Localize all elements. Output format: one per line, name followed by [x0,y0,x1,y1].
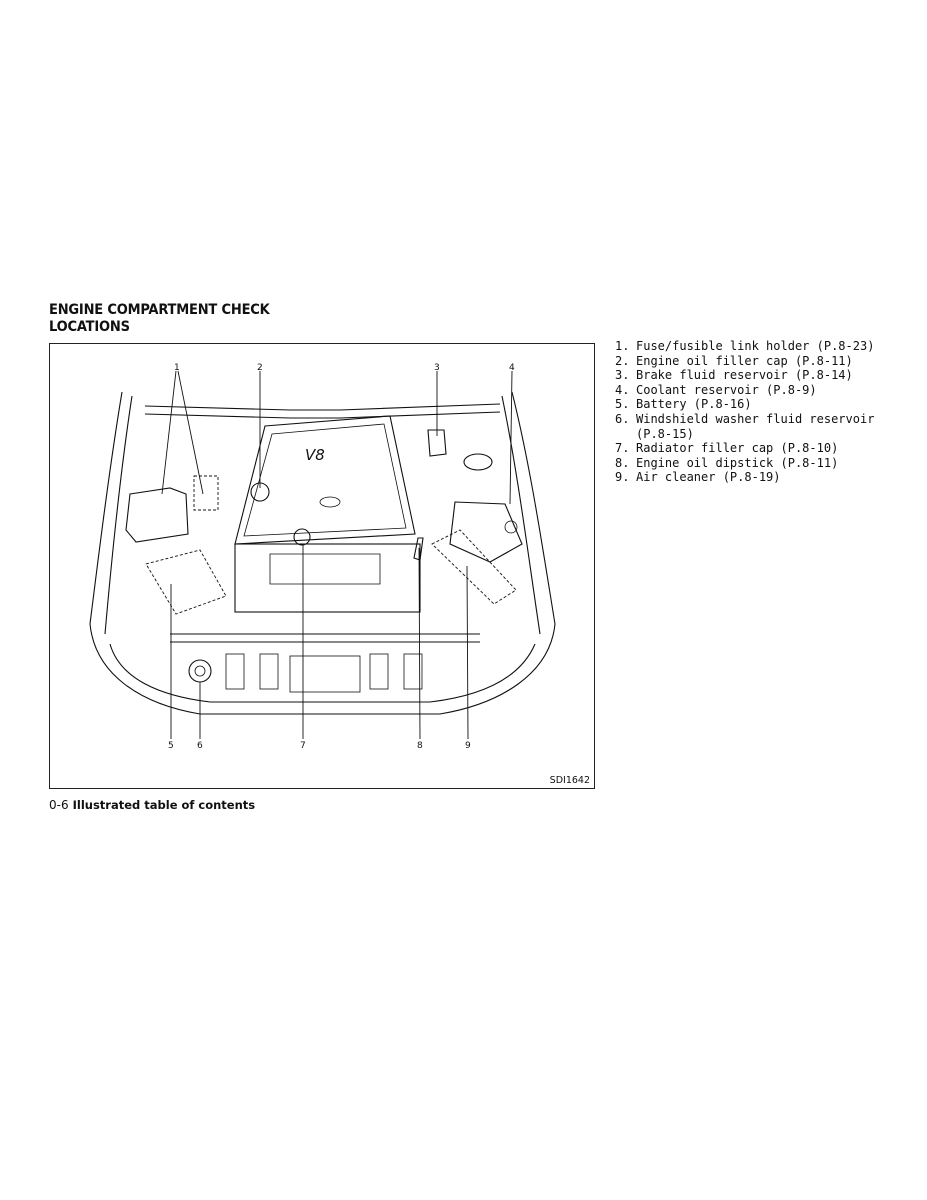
legend-number: 6. [615,411,630,426]
grille-slot [225,653,245,690]
legend-number: 3. [615,368,630,383]
strut-bar-top [144,403,501,411]
callout-8: 8 [417,741,423,751]
grille-slot [259,653,279,690]
legend-number: 9. [615,470,630,485]
brand-emblem [319,496,341,508]
legend-item: 3. Brake fluid reservoir (P.8-14) [615,368,876,383]
callout-9: 9 [465,741,471,751]
leader-9 [466,565,469,740]
legend-item: 4. Coolant reservoir (P.8-9) [615,383,876,398]
leader-8 [418,547,421,740]
legend-number: 5. [615,397,630,412]
front-bumper-outline [89,623,556,715]
section-title: ENGINE COMPARTMENT CHECK LOCATIONS [49,302,270,336]
grille-slot [403,653,423,690]
grille-slot [369,653,389,690]
section-title-line-2: LOCATIONS [49,319,130,335]
leader-1a [161,370,177,495]
engine-lower-block [234,543,421,613]
legend-item: 9. Air cleaner (P.8-19) [615,470,876,485]
legend-number: 4. [615,382,630,397]
legend-item: 1. Fuse/fusible link holder (P.8-23) [615,339,876,354]
fuse-holder-outline [193,475,219,511]
callout-6: 6 [197,741,203,751]
battery-outline [145,549,227,615]
brake-fluid-reservoir [427,429,447,457]
legend-number: 8. [615,455,630,470]
left-fender-inner [104,395,133,635]
legend-text: Brake fluid reservoir (P.8-14) [636,368,853,383]
footer-section-title: Illustrated table of contents [72,798,256,812]
brake-booster [463,453,493,471]
right-fender-inner [501,395,541,635]
oil-dipstick [413,537,424,561]
callout-1: 1 [174,363,180,373]
coolant-reservoir [449,501,523,563]
coolant-reservoir-cap [504,520,518,534]
legend-text: Air cleaner (P.8-19) [636,470,781,485]
intake-plenum [269,553,381,585]
callout-5: 5 [168,741,174,751]
legend-item: 5. Battery (P.8-16) [615,397,876,412]
grille-center [289,655,361,693]
engine-cover-inner [243,423,407,537]
front-bumper-inner [109,643,536,703]
legend-list: 1. Fuse/fusible link holder (P.8-23) 2. En… [615,339,876,485]
callout-3: 3 [434,363,440,373]
fuse-box [125,487,189,543]
legend-text: Windshield washer fluid reservoir (P.8-1… [636,411,875,441]
callout-2: 2 [257,363,263,373]
engine-cover [234,415,416,545]
legend-item: 8. Engine oil dipstick (P.8-11) [615,456,876,471]
section-title-line-1: ENGINE COMPARTMENT CHECK [49,302,270,318]
engine-badge: V8 [305,446,325,464]
legend-text: Engine oil dipstick (P.8-11) [636,455,839,470]
callout-4: 4 [509,363,515,373]
legend-number: 2. [615,353,630,368]
legend-text: Engine oil filler cap (P.8-11) [636,353,853,368]
legend-item: 2. Engine oil filler cap (P.8-11) [615,354,876,369]
engine-compartment-figure: V8 [49,343,595,789]
engine-compartment-drawing: V8 [89,363,556,751]
legend-number: 7. [615,441,630,456]
leader-1b [177,370,204,495]
left-fender-line [89,391,123,625]
figure-id: SDI1642 [549,775,590,786]
legend-text: Fuse/fusible link holder (P.8-23) [636,339,875,353]
radiator-cap [293,528,311,546]
legend-text: Battery (P.8-16) [636,397,752,412]
air-cleaner-outline [431,529,517,605]
legend-item: 7. Radiator filler cap (P.8-10) [615,441,876,456]
legend-text: Coolant reservoir (P.8-9) [636,382,817,397]
strut-bar-bottom [144,411,501,419]
leader-4 [509,370,513,505]
page-number: 0-6 [49,798,69,812]
washer-fluid-cap [188,659,212,683]
right-fender-line [511,391,556,625]
legend-text: Radiator filler cap (P.8-10) [636,441,839,456]
washer-fluid-cap-inner [194,665,206,677]
legend-number: 1. [615,339,630,353]
legend-item: 6. Windshield washer fluid reservoir (P.8… [615,412,876,441]
callout-7: 7 [300,741,306,751]
